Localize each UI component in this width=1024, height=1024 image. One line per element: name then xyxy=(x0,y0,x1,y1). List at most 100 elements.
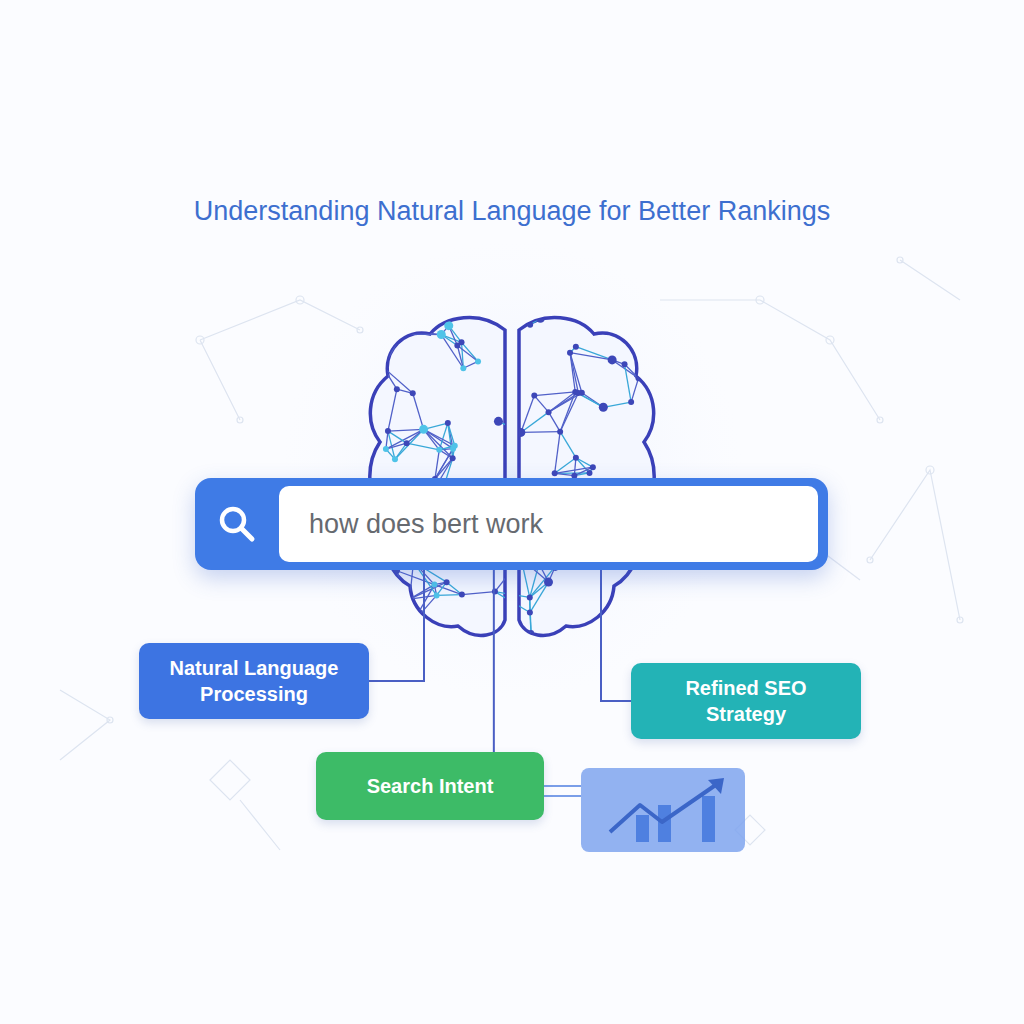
network-line xyxy=(401,330,441,335)
network-line xyxy=(395,429,424,459)
connector xyxy=(493,570,495,752)
network-dot xyxy=(628,399,634,405)
network-line xyxy=(549,412,561,432)
process-box: Natural Language Processing xyxy=(139,643,369,719)
network-line xyxy=(424,429,453,458)
network-line xyxy=(388,389,397,431)
network-line xyxy=(576,458,590,473)
network-dot xyxy=(459,592,465,598)
network-dot xyxy=(445,420,451,426)
network-dot xyxy=(586,470,592,476)
search-field: how does bert work xyxy=(279,486,818,562)
title: Understanding Natural Language for Bette… xyxy=(0,196,1024,227)
network-line xyxy=(410,599,413,622)
network-dot xyxy=(410,619,416,625)
network-line xyxy=(388,431,407,443)
network-dot xyxy=(590,464,596,470)
box-label: Search Intent xyxy=(367,773,494,799)
network-line xyxy=(435,450,439,479)
network-dot xyxy=(557,429,563,435)
network-line xyxy=(462,342,479,361)
network-line xyxy=(462,592,495,595)
network-line xyxy=(570,353,582,393)
network-dot xyxy=(404,440,410,446)
network-line xyxy=(570,353,612,360)
network-dot xyxy=(567,350,573,356)
network-line xyxy=(631,378,638,402)
network-line xyxy=(441,335,463,369)
network-dot xyxy=(385,428,391,434)
network-line xyxy=(388,429,424,431)
network-line xyxy=(457,345,478,361)
network-line xyxy=(383,367,413,393)
network-line xyxy=(407,443,440,450)
network-dot xyxy=(492,589,498,595)
network-line xyxy=(570,353,578,393)
network-dot xyxy=(407,596,413,602)
network-dot xyxy=(622,361,628,367)
network-dot xyxy=(394,386,400,392)
background-network xyxy=(60,257,963,850)
search-query: how does bert work xyxy=(309,509,543,540)
network-line xyxy=(383,334,402,367)
chart-card xyxy=(544,768,745,852)
network-line xyxy=(560,432,576,458)
network-line xyxy=(521,412,549,432)
network-dot xyxy=(623,623,629,629)
network-dot xyxy=(527,594,533,600)
network-line xyxy=(424,429,455,445)
network-line xyxy=(386,443,407,449)
network-dot xyxy=(608,355,617,364)
network-line xyxy=(534,396,548,413)
network-line xyxy=(437,594,462,596)
network-dot xyxy=(475,358,481,364)
network-line xyxy=(555,432,560,474)
network-dot xyxy=(434,592,440,598)
network-dot xyxy=(575,390,581,396)
network-dot xyxy=(494,417,503,426)
search-icon xyxy=(215,502,259,546)
network-dot xyxy=(383,446,389,452)
network-line xyxy=(530,613,531,633)
network-dot xyxy=(636,375,642,381)
network-dot xyxy=(454,342,460,348)
process-box: Search Intent xyxy=(316,752,544,820)
network-dot xyxy=(419,425,428,434)
network-dot xyxy=(573,344,579,350)
network-dot xyxy=(546,409,552,415)
network-dot xyxy=(392,456,398,462)
network-dot xyxy=(633,623,639,629)
connector xyxy=(601,570,631,701)
network-dot xyxy=(431,582,437,588)
network-line xyxy=(396,570,435,584)
network-line xyxy=(521,431,560,433)
network-dot xyxy=(444,579,450,585)
connector xyxy=(369,570,424,681)
network-dot xyxy=(380,364,386,370)
network-dot xyxy=(410,390,416,396)
network-dot xyxy=(444,321,453,330)
network-dot xyxy=(599,403,608,412)
network-dot xyxy=(527,610,533,616)
network-dot xyxy=(398,628,404,634)
network-line xyxy=(401,622,413,631)
network-dot xyxy=(452,443,458,449)
network-line xyxy=(549,393,579,412)
network-line xyxy=(401,599,409,631)
network-dot xyxy=(528,630,534,636)
network-dot xyxy=(437,330,446,339)
network-line xyxy=(576,347,612,360)
network-dot xyxy=(460,365,466,371)
network-dot xyxy=(573,455,579,461)
network-line xyxy=(413,393,424,429)
network-line xyxy=(534,392,575,396)
box-label: Natural Language Processing xyxy=(155,655,353,707)
network-line xyxy=(625,364,632,402)
network-line xyxy=(400,330,402,334)
network-line xyxy=(448,423,453,458)
network-dot xyxy=(436,447,442,453)
network-dot xyxy=(398,327,404,333)
box-label: Refined SEO Strategy xyxy=(647,675,845,727)
network-dot xyxy=(531,393,537,399)
